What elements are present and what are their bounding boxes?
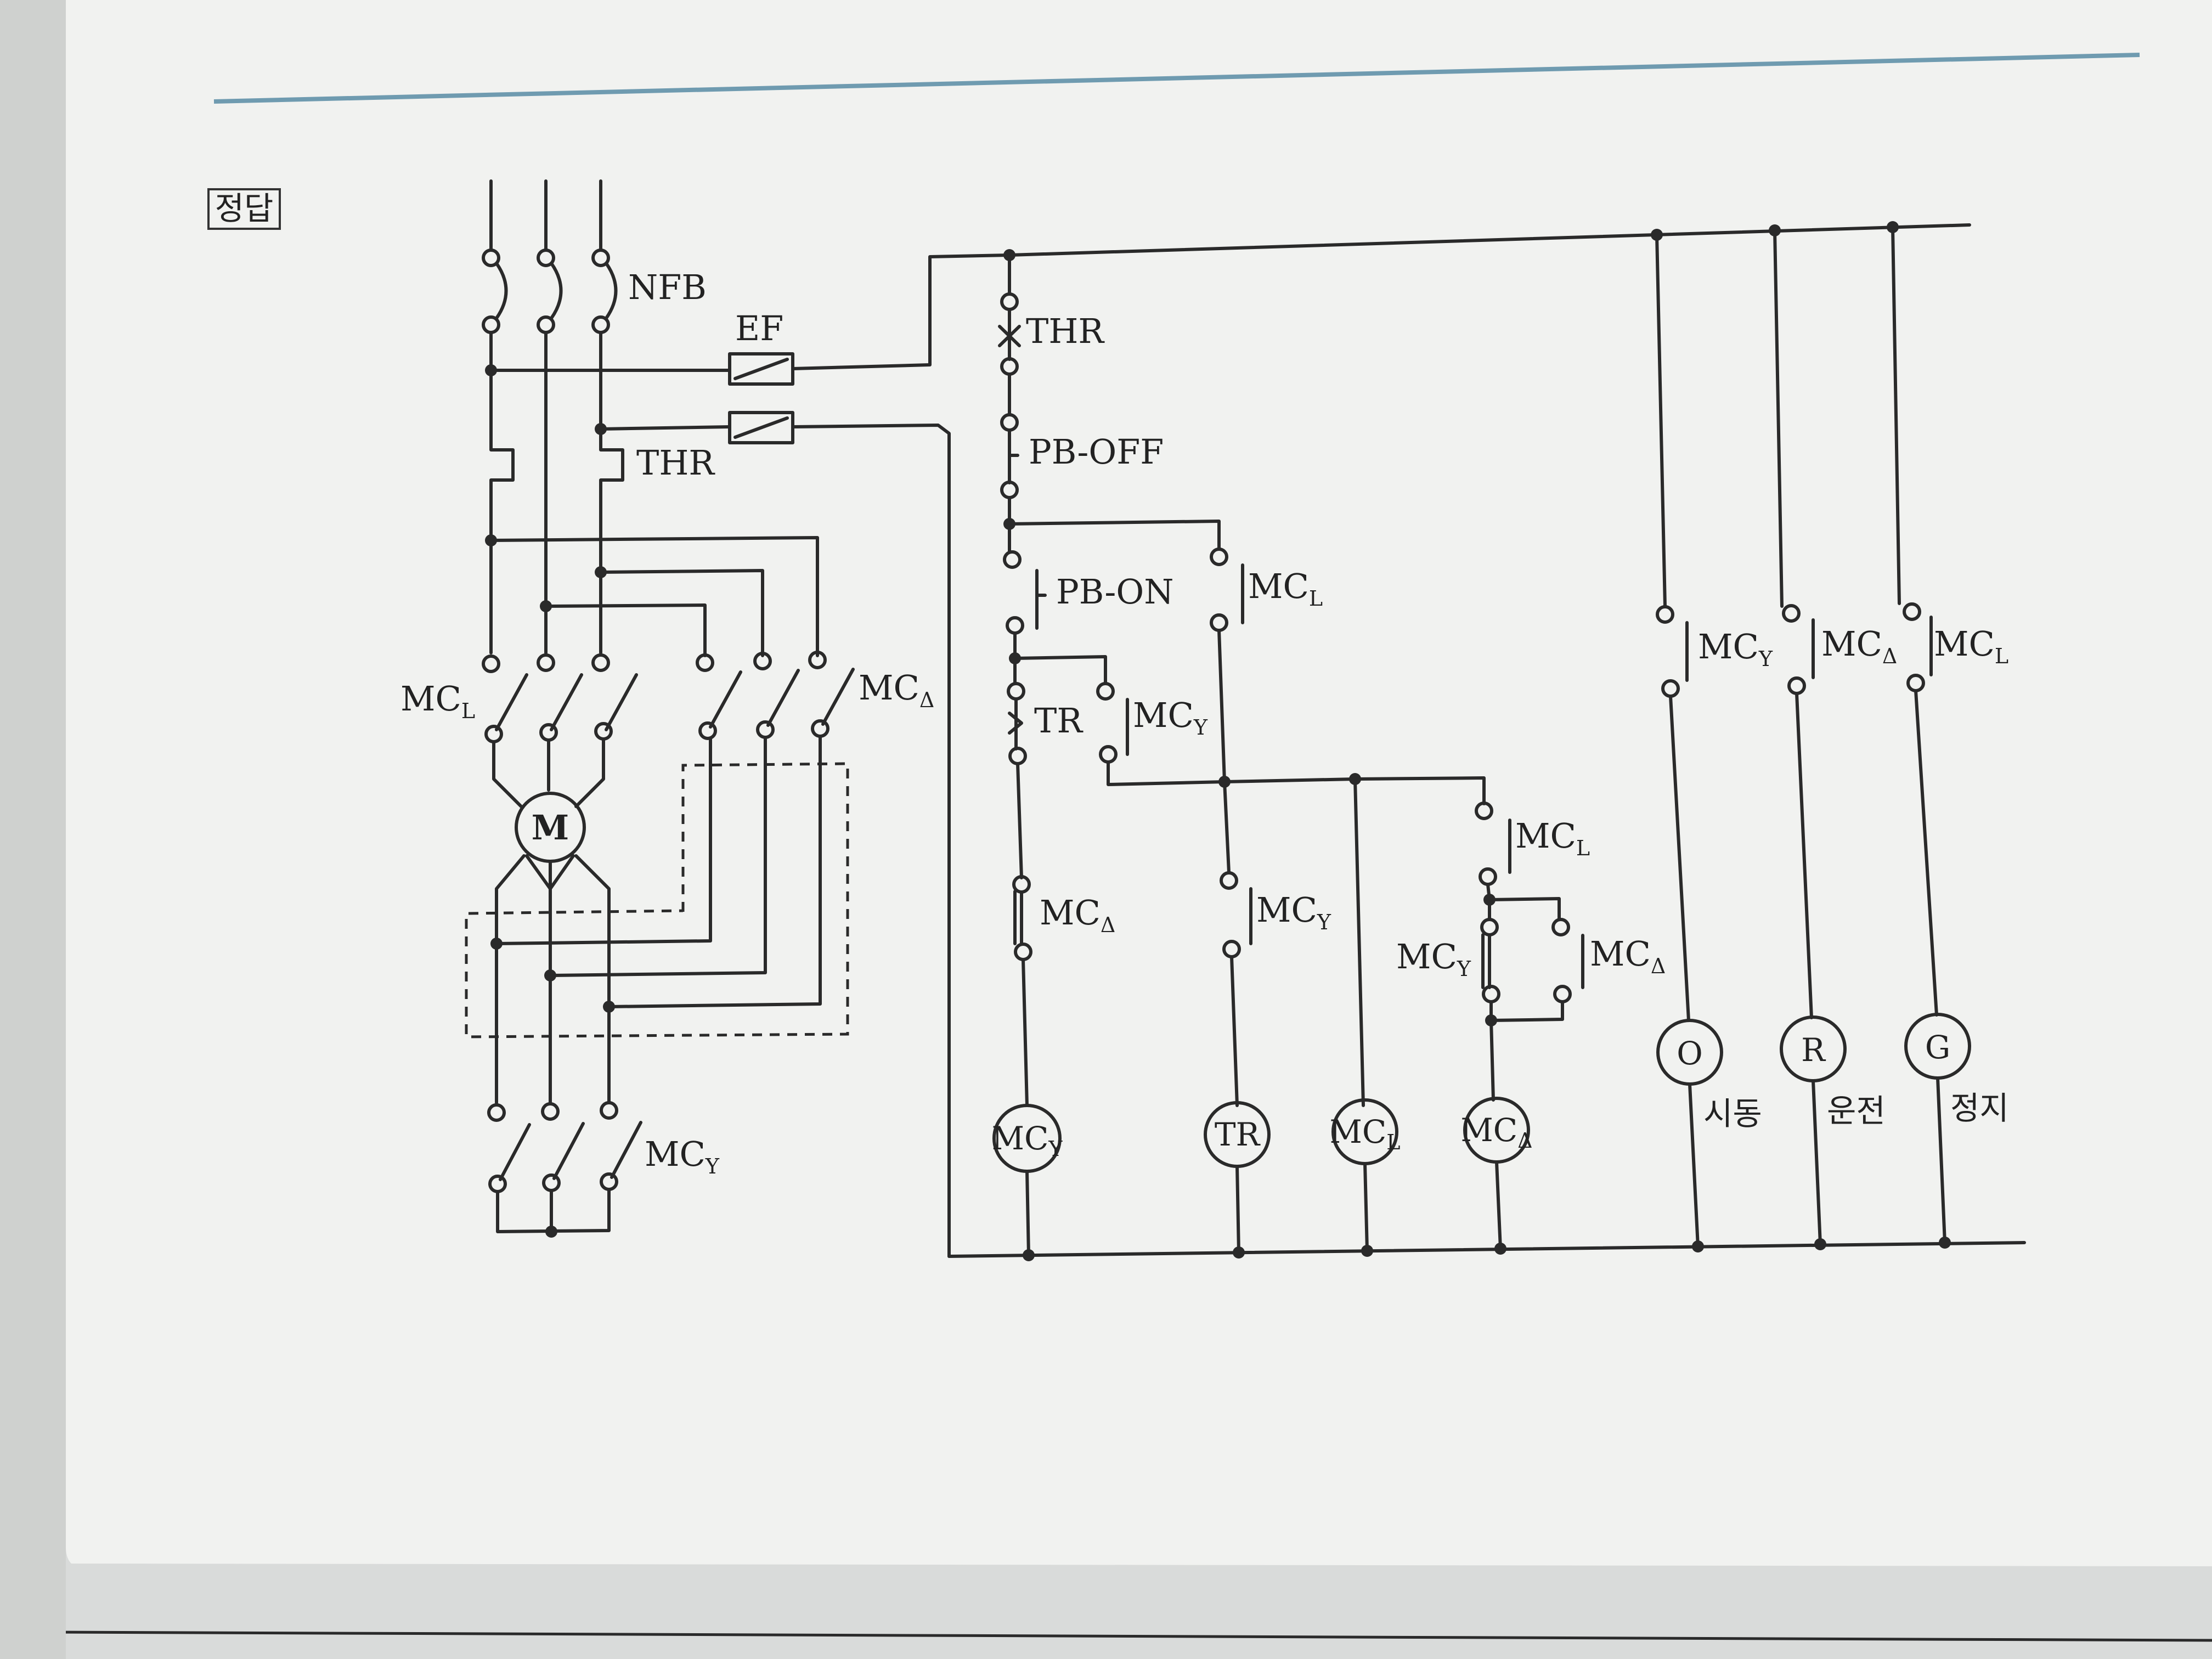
ef-label: EF	[735, 308, 783, 348]
coil-tr: TR	[1204, 1101, 1271, 1168]
lamp-r: R	[1780, 1015, 1847, 1082]
mc-l-main-contacts	[482, 653, 638, 743]
mc-l-main-label: MCL	[400, 679, 475, 723]
mc-y-hold-label: MCY	[1133, 695, 1208, 740]
svg-text:MCY: MCY	[992, 1120, 1063, 1161]
answer-badge-text: 정답	[215, 190, 274, 227]
lamp-o-caption: 시동	[1703, 1095, 1762, 1132]
coil-mc-y: MCY	[992, 1104, 1063, 1173]
svg-text:TR: TR	[1215, 1116, 1261, 1153]
answer-badge: 정답	[207, 188, 281, 230]
mc-y-main-contacts	[487, 1101, 642, 1238]
lamp-g-caption: 정지	[1950, 1090, 2009, 1127]
main-circuit: NFB THR EF MCL	[400, 179, 1011, 1258]
pb-off-label: PB-OFF	[1029, 432, 1164, 472]
mc-delta-hold-label: MCΔ	[1590, 934, 1666, 978]
svg-text:R: R	[1801, 1031, 1826, 1069]
motor-label: M	[532, 808, 569, 848]
mc-y-interlock-label: MCY	[1256, 890, 1331, 934]
top-rule	[213, 53, 2140, 104]
lamp-o-contact-label: MCY	[1698, 627, 1773, 671]
thr-main-label: THR	[636, 443, 715, 483]
mc-l-hold-label: MCL	[1248, 566, 1323, 611]
thr-contact-label: THR	[1026, 311, 1105, 351]
coil-mc-delta: MCΔ	[1460, 1097, 1533, 1164]
coil-mc-l: MCL	[1330, 1098, 1401, 1165]
nfb-label: NFB	[628, 267, 707, 307]
mc-delta-interlock-label: MCΔ	[1040, 893, 1115, 937]
pb-on-label: PB-ON	[1056, 572, 1173, 612]
tr-contact-label: TR	[1034, 701, 1084, 741]
lamp-r-contact-label: MCΔ	[1821, 624, 1897, 668]
mc-y-interlock2-label: MCY	[1396, 936, 1471, 981]
mc-l-series-label: MCL	[1515, 816, 1590, 860]
svg-text:G: G	[1925, 1029, 1950, 1066]
lamp-r-caption: 운전	[1827, 1092, 1886, 1130]
page-shadow	[0, 0, 66, 1659]
mc-delta-main-contacts	[696, 651, 855, 740]
lamp-g-contact-label: MCL	[1934, 624, 2008, 668]
page-curl	[20, 1562, 2212, 1642]
svg-text:O: O	[1677, 1035, 1703, 1072]
mc-y-main-label: MCY	[645, 1134, 720, 1178]
mc-delta-main-label: MCΔ	[859, 668, 934, 712]
control-circuit: THR PB-OFF PB-ON MCL TR	[947, 221, 2026, 1261]
svg-text:MCΔ: MCΔ	[1460, 1111, 1532, 1153]
svg-text:MCL: MCL	[1330, 1113, 1401, 1154]
